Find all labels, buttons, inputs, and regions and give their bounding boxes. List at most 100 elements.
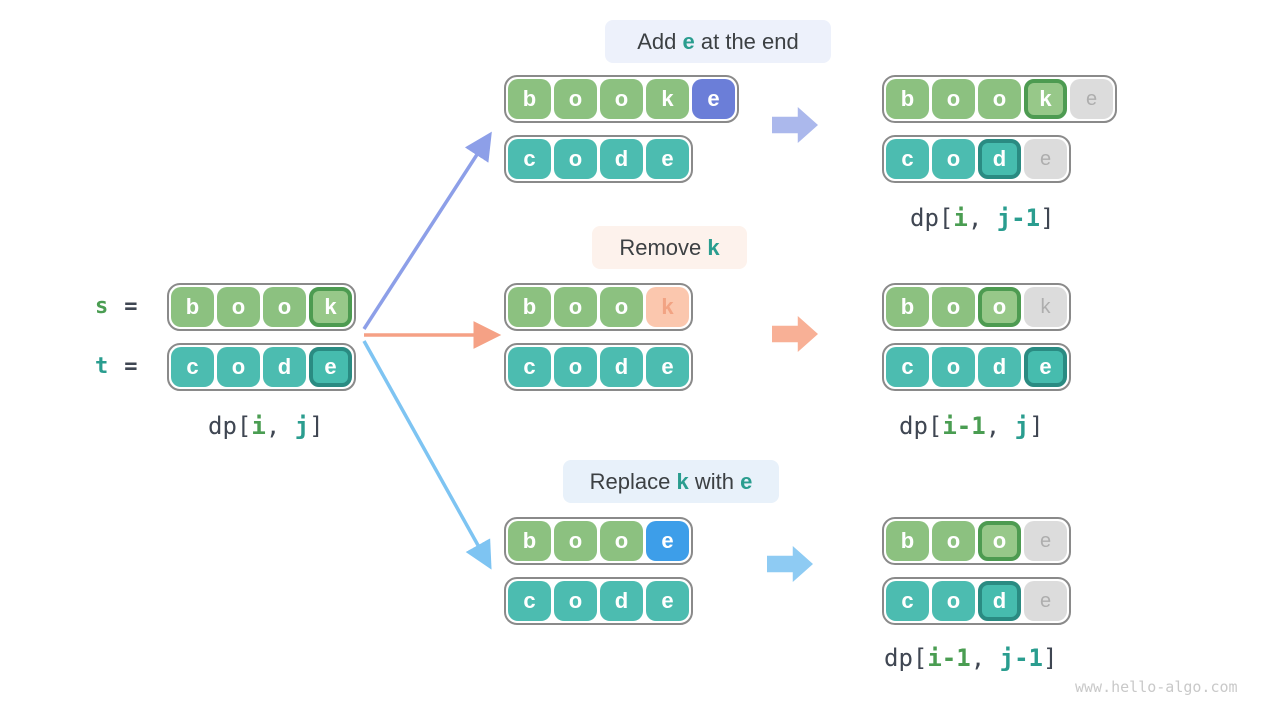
- s-variable-label: s=: [95, 294, 138, 319]
- char-cell: o: [554, 287, 597, 327]
- dp-text: ]: [1040, 204, 1055, 232]
- char-cell: o: [600, 287, 643, 327]
- dp-j: j-1: [996, 204, 1041, 232]
- dp-i: i-1: [927, 644, 971, 672]
- dp-text: ,: [967, 204, 997, 232]
- char-cell: b: [508, 79, 551, 119]
- char-cell: c: [508, 347, 551, 387]
- watermark: www.hello-algo.com: [1075, 678, 1238, 696]
- char-cell: o: [932, 79, 975, 119]
- dp-expression-source: dp[i, j]: [208, 412, 324, 440]
- char-cell: b: [886, 287, 929, 327]
- operation-label-add: Add e at the end: [605, 20, 831, 63]
- branch-arrow-add: [362, 131, 492, 330]
- t-variable-label: t=: [95, 354, 138, 379]
- t-var: t: [95, 354, 109, 379]
- dp-expression-remove: dp[i-1, j]: [899, 412, 1044, 440]
- char-cell: d: [600, 347, 643, 387]
- char-cell: o: [554, 347, 597, 387]
- char-cell: b: [508, 287, 551, 327]
- label-text: with: [688, 468, 741, 494]
- char-cell-highlighted: d: [978, 581, 1021, 621]
- dp-text: dp[: [899, 412, 943, 440]
- source-s-box: b o o k: [167, 283, 356, 331]
- char-cell: o: [932, 521, 975, 561]
- char-cell-highlighted: k: [309, 287, 352, 327]
- char-cell: d: [263, 347, 306, 387]
- char-cell-highlighted: e: [309, 347, 352, 387]
- dp-j: j-1: [999, 644, 1043, 672]
- char-cell: o: [600, 79, 643, 119]
- block-arrow-add-icon: [772, 107, 818, 143]
- add-t-box: c o d e: [504, 135, 693, 183]
- char-cell: o: [932, 347, 975, 387]
- char-cell: b: [886, 521, 929, 561]
- dp-expression-add: dp[i, j-1]: [910, 204, 1055, 232]
- dp-text: ,: [265, 412, 295, 440]
- char-cell: o: [932, 581, 975, 621]
- char-cell: c: [508, 139, 551, 179]
- char-cell-highlighted: d: [978, 139, 1021, 179]
- dp-text: dp[: [884, 644, 928, 672]
- dp-text: ]: [309, 412, 324, 440]
- label-accent: e: [682, 28, 695, 54]
- label-text: Add: [637, 28, 683, 54]
- remove-result-s-box: b o o k: [882, 283, 1071, 331]
- label-text: Remove: [619, 234, 708, 260]
- char-cell: e: [646, 347, 689, 387]
- char-cell: c: [886, 581, 929, 621]
- dp-expression-replace: dp[i-1, j-1]: [884, 644, 1057, 672]
- char-cell-highlighted: k: [1024, 79, 1067, 119]
- source-t-box: c o d e: [167, 343, 356, 391]
- char-cell: d: [978, 347, 1021, 387]
- char-cell: o: [263, 287, 306, 327]
- branch-arrow-replace: [362, 340, 492, 570]
- char-cell-matched: e: [1024, 139, 1067, 179]
- replace-s-box: b o o e: [504, 517, 693, 565]
- add-s-box: b o o k e: [504, 75, 739, 123]
- dp-i: i: [953, 204, 968, 232]
- add-result-s-box: b o o k e: [882, 75, 1117, 123]
- char-cell-highlighted: e: [1024, 347, 1067, 387]
- char-cell: c: [886, 347, 929, 387]
- block-arrow-remove-icon: [772, 316, 818, 352]
- replace-t-box: c o d e: [504, 577, 693, 625]
- char-cell: o: [554, 581, 597, 621]
- label-accent: k: [707, 234, 720, 260]
- replace-result-s-box: b o o e: [882, 517, 1071, 565]
- char-cell: c: [886, 139, 929, 179]
- char-cell: k: [646, 79, 689, 119]
- remove-t-box: c o d e: [504, 343, 693, 391]
- char-cell: e: [646, 139, 689, 179]
- char-cell: b: [508, 521, 551, 561]
- dp-text: dp[: [208, 412, 252, 440]
- char-cell-highlighted: o: [978, 521, 1021, 561]
- char-cell: o: [217, 347, 260, 387]
- char-cell-replaced: e: [646, 521, 689, 561]
- char-cell-matched: e: [1024, 581, 1067, 621]
- equals-sign: =: [124, 354, 138, 379]
- char-cell: o: [217, 287, 260, 327]
- char-cell-highlighted: o: [978, 287, 1021, 327]
- char-cell: c: [508, 581, 551, 621]
- char-cell: d: [600, 581, 643, 621]
- dp-i: i-1: [942, 412, 986, 440]
- dp-text: ,: [970, 644, 1000, 672]
- dp-text: ,: [985, 412, 1015, 440]
- char-cell: b: [886, 79, 929, 119]
- char-cell-added: e: [692, 79, 735, 119]
- dp-i: i: [251, 412, 266, 440]
- operation-label-replace: Replace k with e: [563, 460, 779, 503]
- char-cell-matched: e: [1070, 79, 1113, 119]
- char-cell-matched: e: [1024, 521, 1067, 561]
- dp-text: dp[: [910, 204, 954, 232]
- dp-j: j: [1014, 412, 1030, 440]
- label-accent: e: [740, 468, 753, 494]
- char-cell-matched: k: [1024, 287, 1067, 327]
- char-cell: o: [932, 139, 975, 179]
- s-var: s: [95, 294, 109, 319]
- dp-text: ]: [1029, 412, 1044, 440]
- block-arrow-replace-icon: [767, 546, 813, 582]
- char-cell: o: [600, 521, 643, 561]
